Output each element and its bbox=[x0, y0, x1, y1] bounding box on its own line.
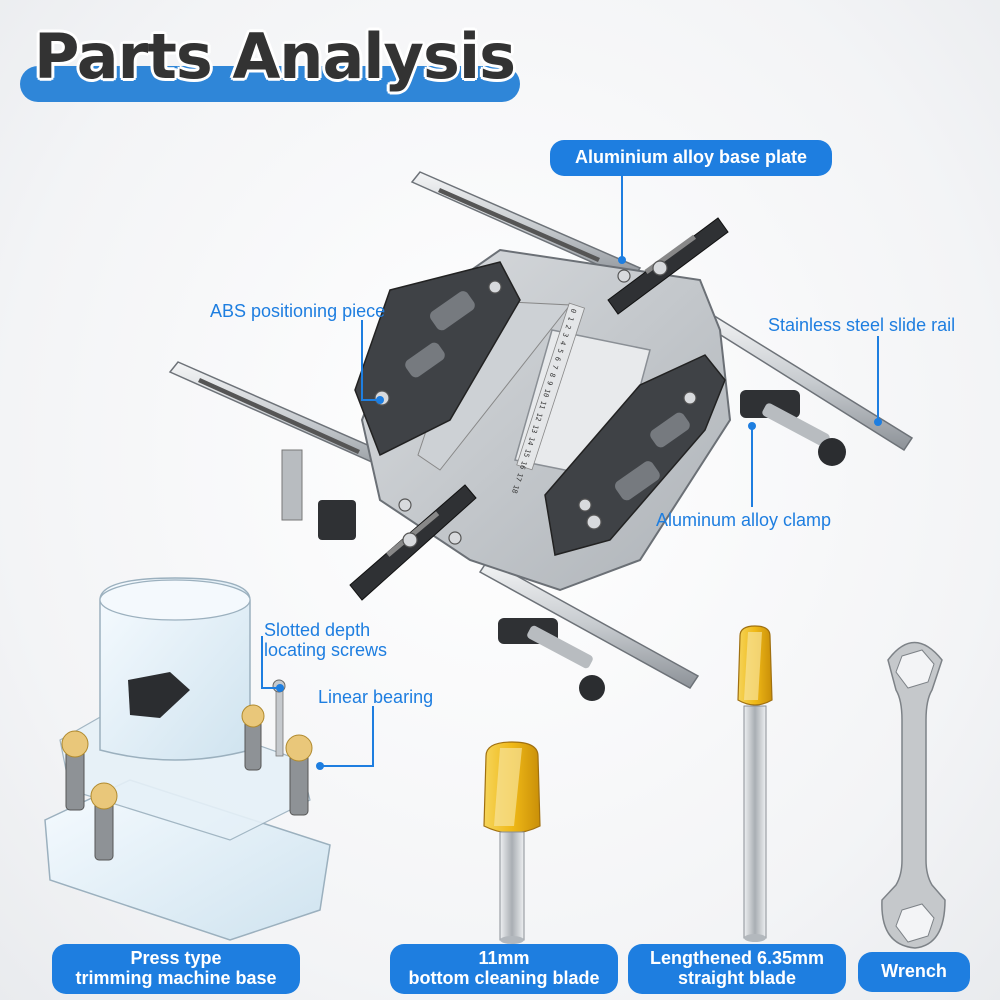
slide-rail-top-left bbox=[410, 171, 642, 281]
label-trimming-base-line1: Press type bbox=[130, 948, 222, 969]
callout-base-plate: Aluminium alloy base plate bbox=[550, 140, 832, 176]
label-trimming-base: Press type trimming machine base bbox=[52, 944, 300, 994]
callout-linear-bearing: Linear bearing bbox=[318, 687, 434, 707]
label-cleaning-blade: 11mm bottom cleaning blade bbox=[390, 944, 618, 994]
straight-blade bbox=[737, 625, 773, 942]
label-cleaning-blade-line1: 11mm bbox=[478, 948, 530, 969]
callout-positioning-piece: ABS positioning piece bbox=[210, 301, 386, 321]
label-straight-blade-line1: Lengthened 6.35mm bbox=[649, 948, 825, 969]
page-title: Parts Analysis bbox=[34, 20, 516, 93]
wrench bbox=[881, 641, 946, 949]
leader-linear-bearing bbox=[322, 706, 374, 767]
bottom-cleaning-blade bbox=[483, 741, 541, 944]
leader-depth-screws bbox=[261, 636, 278, 689]
title-underline-bar bbox=[20, 66, 520, 102]
label-straight-blade: Lengthened 6.35mm straight blade bbox=[628, 944, 846, 994]
aluminum-clamp-bottom bbox=[498, 618, 605, 701]
plate-screws bbox=[374, 260, 697, 548]
abs-positioning-piece-left bbox=[354, 261, 521, 457]
callout-base-plate-label: Aluminium alloy base plate bbox=[574, 147, 808, 168]
callout-clamp: Aluminum alloy clamp bbox=[656, 510, 832, 530]
callout-depth-screws: Slotted depth locating screws bbox=[264, 620, 387, 660]
aluminum-clamp-left bbox=[281, 449, 356, 540]
callout-lines bbox=[261, 175, 882, 770]
title-banner: Parts Analysis bbox=[20, 18, 525, 108]
label-wrench: Wrench bbox=[858, 952, 970, 992]
label-straight-blade-line2: straight blade bbox=[677, 968, 797, 988]
callout-depth-screws-line2: locating screws bbox=[264, 640, 388, 660]
label-cleaning-blade-line2: bottom cleaning blade bbox=[408, 968, 600, 988]
trimming-machine-base bbox=[44, 577, 331, 941]
label-trimming-base-line2: trimming machine base bbox=[75, 968, 277, 988]
leader-positioning-piece bbox=[361, 320, 380, 401]
callout-slide-rail: Stainless steel slide rail bbox=[768, 315, 956, 335]
callout-depth-screws-line1: Slotted depth bbox=[264, 620, 371, 640]
aluminum-clamp-right bbox=[740, 390, 846, 466]
label-wrench-text: Wrench bbox=[881, 961, 947, 982]
